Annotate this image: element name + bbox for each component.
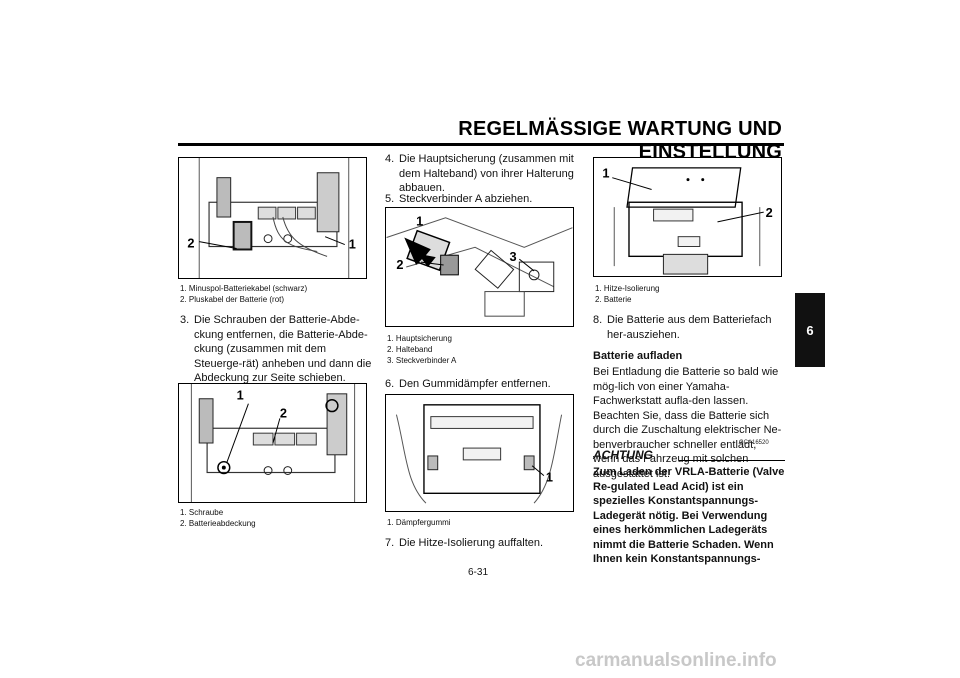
caption-item: 1. Dämpfergummi <box>387 518 451 527</box>
fig2-callout-1: 1 <box>237 388 244 403</box>
figure-battery-cover: 1 2 <box>178 383 367 503</box>
step-3: 3. Die Schrauben der Batterie-Abde-ckung… <box>180 313 372 386</box>
caption-item: 1. Schraube <box>180 508 224 517</box>
fig3-callout-2: 2 <box>396 257 403 272</box>
step-number: 8. <box>593 314 603 326</box>
fig1-caption: 1. Minuspol-Batteriekabel (schwarz) 2. P… <box>180 283 307 305</box>
caption-item: 1. Minuspol-Batteriekabel (schwarz) <box>180 284 308 293</box>
caption-item: 2. Batterieabdeckung <box>180 519 256 528</box>
fig5-caption: 1. Hitze-Isolierung 2. Batterie <box>595 283 659 305</box>
step-text: Den Gummidämpfer entfernen. <box>399 378 551 390</box>
caption-item: 1. Hauptsicherung <box>387 334 452 343</box>
caution-header: ACHTUNG <box>593 448 785 464</box>
figure-damper-rubber: 1 <box>385 394 574 512</box>
fig1-callout-1: 1 <box>349 236 356 251</box>
battery-cover-illustration: 1 2 <box>190 384 356 502</box>
caption-item: 2. Batterie <box>595 295 632 304</box>
caution-rule <box>679 460 785 461</box>
step-5: 5. Steckverbinder A abziehen. <box>385 192 577 207</box>
fig3-callout-1: 1 <box>416 214 423 229</box>
step-number: 7. <box>385 537 395 549</box>
step-text: Die Hauptsicherung (zusammen mit dem Hal… <box>399 153 574 194</box>
fig2-callout-2: 2 <box>280 405 287 420</box>
step-text: Die Batterie aus dem Batteriefach her-au… <box>607 314 772 341</box>
caption-item: 2. Pluskabel der Batterie (rot) <box>180 295 285 304</box>
main-fuse-illustration: 1 2 3 <box>386 214 573 317</box>
charging-heading: Batterie aufladen <box>593 350 683 362</box>
fig5-callout-1: 1 <box>602 166 609 181</box>
figure-main-fuse: 1 2 3 <box>385 207 574 327</box>
title-rule <box>178 143 784 146</box>
step-text: Die Hitze-Isolierung auffalten. <box>399 537 544 549</box>
step-4: 4. Die Hauptsicherung (zusammen mit dem … <box>385 152 577 196</box>
step-6: 6. Den Gummidämpfer entfernen. <box>385 377 577 392</box>
charging-paragraph: Bei Entladung die Batterie so bald wie m… <box>593 366 782 480</box>
watermark: carmanualsonline.info <box>575 650 777 671</box>
fig3-callout-3: 3 <box>509 249 516 264</box>
fig1-callout-2: 2 <box>187 236 194 251</box>
heat-insulation-illustration: 1 2 <box>602 166 773 275</box>
caution-label: ACHTUNG <box>593 448 653 462</box>
figure-heat-insulation: 1 2 <box>593 157 782 277</box>
caption-item: 3. Steckverbinder A <box>387 356 457 365</box>
caution-text: Zum Laden der VRLA-Batterie (Valve Re-gu… <box>593 466 785 565</box>
caution-code: GCA16520 <box>739 440 769 446</box>
fig2-caption: 1. Schraube 2. Batterieabdeckung <box>180 507 256 529</box>
page-number: 6-31 <box>468 567 489 578</box>
battery-cables-illustration: 2 1 <box>187 158 356 278</box>
step-text: Steckverbinder A abziehen. <box>399 193 533 205</box>
figure-battery-cables: 2 1 <box>178 157 367 279</box>
caption-item: 1. Hitze-Isolierung <box>595 284 660 293</box>
step-7: 7. Die Hitze-Isolierung auffalten. <box>385 536 577 551</box>
step-text: Die Schrauben der Batterie-Abde-ckung en… <box>194 314 372 384</box>
step-number: 6. <box>385 378 395 390</box>
step-number: 3. <box>180 314 190 326</box>
fig5-callout-2: 2 <box>766 205 773 220</box>
fig3-caption: 1. Hauptsicherung 2. Halteband 3. Steckv… <box>387 333 456 366</box>
damper-rubber-illustration: 1 <box>395 404 563 504</box>
step-number: 5. <box>385 193 395 205</box>
step-8: 8. Die Batterie aus dem Batteriefach her… <box>593 313 785 342</box>
step-number: 4. <box>385 153 395 165</box>
fig4-caption: 1. Dämpfergummi <box>387 517 451 528</box>
caption-item: 2. Halteband <box>387 345 433 354</box>
fig4-callout-1: 1 <box>546 470 553 485</box>
section-tab: 6 <box>795 293 825 367</box>
